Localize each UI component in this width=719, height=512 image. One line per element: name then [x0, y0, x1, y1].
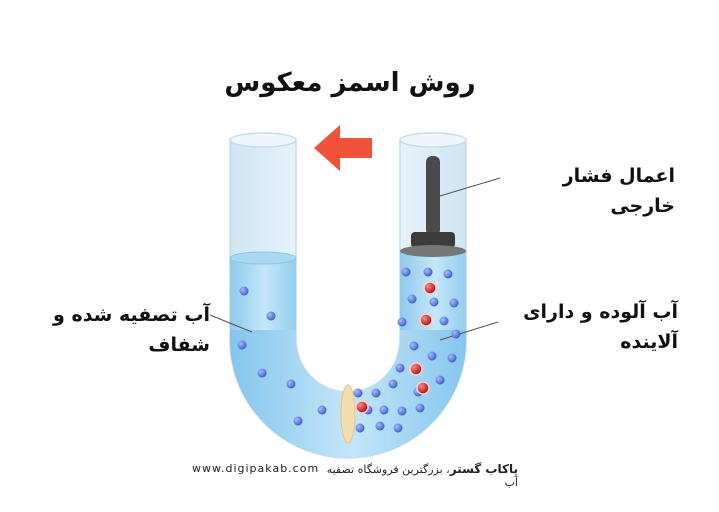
- water-molecule: [427, 351, 437, 361]
- water-molecule: [395, 363, 405, 373]
- water-molecule: [447, 353, 457, 363]
- footer-brand-line: پاکاب گستر، بزرگترین فروشگاه تصفیه آب: [318, 462, 518, 489]
- website-url: www.digipakab.com: [192, 462, 320, 475]
- water-molecule: [266, 311, 276, 321]
- water-molecule: [257, 368, 267, 378]
- water-molecule: [423, 267, 433, 277]
- contaminant-molecule: [416, 381, 430, 395]
- water-molecule: [317, 405, 327, 415]
- water-molecule: [371, 388, 381, 398]
- contaminant-molecule: [423, 281, 437, 295]
- water-molecule: [237, 340, 247, 350]
- contaminated-water-line2: آلاینده: [620, 331, 678, 353]
- water-molecule: [397, 317, 407, 327]
- semi-permeable-membrane: [340, 384, 356, 444]
- purified-water-line1: آب تصفیه شده و: [53, 304, 210, 326]
- pressure-leader-line: [439, 177, 501, 197]
- molecules: [237, 267, 461, 433]
- left-tube-opening: [229, 132, 297, 148]
- water-molecule: [429, 297, 439, 307]
- external-pressure-text: اعمال فشار خارجی: [562, 165, 675, 217]
- piston-rod: [426, 156, 440, 236]
- right-tube-opening: [399, 132, 467, 148]
- diagram-title: روش اسمز معکوس: [224, 68, 476, 98]
- purified-water-line2: شفاف: [148, 334, 210, 356]
- contaminant-molecule: [355, 400, 369, 414]
- contaminated-water-label: آب آلوده و دارای آلاینده: [478, 297, 678, 357]
- dirty-water-leader-line: [439, 321, 499, 341]
- water-molecule: [239, 286, 249, 296]
- purified-water-label: آب تصفیه شده و شفاف: [40, 300, 210, 360]
- water-molecule: [293, 416, 303, 426]
- water-surface-left: [229, 251, 297, 265]
- water-molecule: [401, 267, 411, 277]
- brand-tagline: ، بزرگترین فروشگاه تصفیه آب: [326, 463, 518, 489]
- external-pressure-label: اعمال فشار خارجی: [505, 161, 675, 221]
- water-molecule: [449, 298, 459, 308]
- water-molecule: [397, 406, 407, 416]
- contaminant-molecule: [419, 313, 433, 327]
- water-molecule: [435, 375, 445, 385]
- piston-base: [411, 232, 455, 248]
- piston-seal: [400, 245, 466, 257]
- clean-water-leader-line: [209, 314, 253, 333]
- water-molecule: [443, 269, 453, 279]
- water-molecule: [439, 316, 449, 326]
- water-molecule: [415, 403, 425, 413]
- water-molecule: [353, 388, 363, 398]
- contaminant-molecule: [409, 362, 423, 376]
- brand-name: پاکاب گستر: [449, 462, 518, 476]
- water-molecule: [379, 405, 389, 415]
- water-molecule: [355, 423, 365, 433]
- water-molecule: [393, 423, 403, 433]
- water-molecule: [407, 294, 417, 304]
- contaminated-water-line1: آب آلوده و دارای: [523, 301, 678, 323]
- water-molecule: [409, 341, 419, 351]
- water-molecule: [375, 421, 385, 431]
- arrow-left-icon: [314, 125, 372, 171]
- water-molecule: [286, 379, 296, 389]
- water-molecule: [388, 379, 398, 389]
- water-molecule: [451, 329, 461, 339]
